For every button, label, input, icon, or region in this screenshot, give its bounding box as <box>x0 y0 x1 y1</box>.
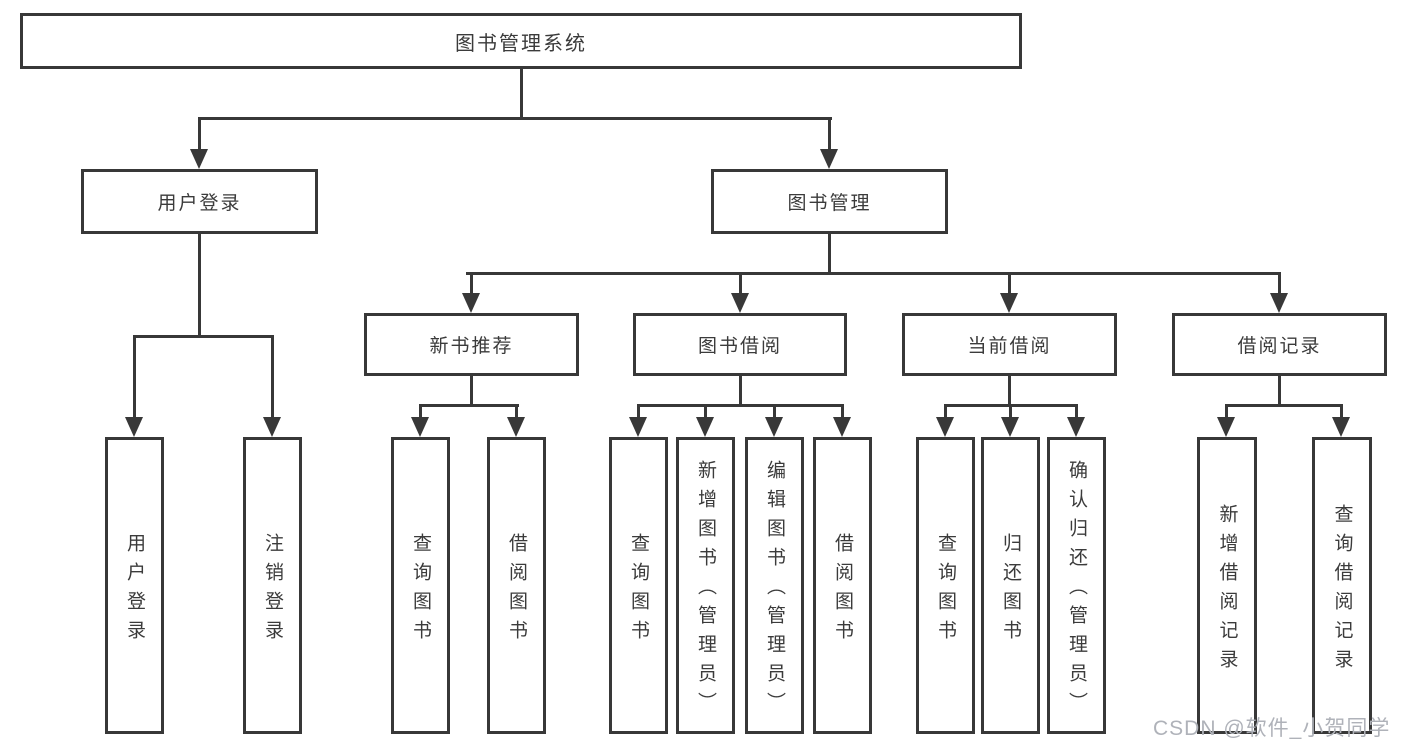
node-library-system: 图书管理系统 <box>20 13 1022 69</box>
leaf-label: 新增图书（管理员） <box>695 460 716 721</box>
connector-line <box>133 335 274 338</box>
connector-line <box>1225 404 1228 426</box>
leaf-br-add-record: 新增借阅记录 <box>1197 437 1257 734</box>
leaf-label: 编辑图书（管理员） <box>764 460 785 721</box>
leaf-user-login: 用户登录 <box>105 437 164 734</box>
arrow-down-icon <box>462 293 480 313</box>
leaf-bb-add-book-admin: 新增图书（管理员） <box>676 437 735 734</box>
leaf-bb-borrow-book: 借阅图书 <box>813 437 872 734</box>
connector-line <box>828 117 831 161</box>
leaf-cb-return-book: 归还图书 <box>981 437 1040 734</box>
leaf-label: 查询借阅记录 <box>1331 503 1353 678</box>
leaf-label: 注销登录 <box>262 532 283 649</box>
arrow-down-icon <box>833 417 851 437</box>
leaf-bb-edit-book-admin: 编辑图书（管理员） <box>745 437 804 734</box>
leaf-cb-query-book: 查询图书 <box>916 437 975 734</box>
node-borrow-records: 借阅记录 <box>1172 313 1387 376</box>
leaf-label: 查询图书 <box>628 532 649 649</box>
arrow-down-icon <box>765 417 783 437</box>
connector-line <box>470 374 473 407</box>
node-current-borrow: 当前借阅 <box>902 313 1117 376</box>
arrow-down-icon <box>1067 417 1085 437</box>
connector-line <box>739 272 742 296</box>
arrow-down-icon <box>1270 293 1288 313</box>
connector-line <box>1075 404 1078 426</box>
connector-line <box>704 404 707 426</box>
arrow-down-icon <box>1332 417 1350 437</box>
arrow-down-icon <box>1001 417 1019 437</box>
connector-line <box>419 404 519 407</box>
connector-line <box>1278 374 1281 407</box>
node-user-login: 用户登录 <box>81 169 318 234</box>
leaf-label: 新增借阅记录 <box>1216 503 1238 678</box>
arrow-down-icon <box>1217 417 1235 437</box>
connector-line <box>470 272 473 296</box>
arrow-down-icon <box>629 417 647 437</box>
arrow-down-icon <box>411 417 429 437</box>
arrow-down-icon <box>263 417 281 437</box>
connector-line <box>198 117 832 120</box>
arrow-down-icon <box>731 293 749 313</box>
connector-line <box>1225 404 1343 407</box>
connector-line <box>198 231 201 336</box>
connector-line <box>1278 272 1281 296</box>
leaf-label: 借阅图书 <box>832 532 853 649</box>
leaf-label: 查询图书 <box>410 532 431 649</box>
leaf-cb-confirm-return-admin: 确认归还（管理员） <box>1047 437 1106 734</box>
leaf-nb-query-book: 查询图书 <box>391 437 450 734</box>
connector-line <box>739 374 742 407</box>
arrow-down-icon <box>125 417 143 437</box>
leaf-label: 用户登录 <box>124 532 145 649</box>
arrow-down-icon <box>936 417 954 437</box>
connector-line <box>466 272 1281 275</box>
connector-line <box>637 404 640 426</box>
connector-line <box>841 404 844 426</box>
arrow-down-icon <box>190 149 208 169</box>
connector-line <box>1008 272 1011 296</box>
connector-line <box>271 335 274 427</box>
arrow-down-icon <box>820 149 838 169</box>
connector-line <box>1008 374 1011 407</box>
connector-line <box>520 66 523 118</box>
connector-line <box>133 335 136 427</box>
leaf-nb-borrow-book: 借阅图书 <box>487 437 546 734</box>
connector-line <box>773 404 776 426</box>
leaf-label: 借阅图书 <box>506 532 527 649</box>
connector-line <box>198 117 201 161</box>
leaf-label: 确认归还（管理员） <box>1066 460 1087 721</box>
leaf-bb-query-book: 查询图书 <box>609 437 668 734</box>
arrow-down-icon <box>1000 293 1018 313</box>
leaf-br-query-record: 查询借阅记录 <box>1312 437 1372 734</box>
csdn-watermark: CSDN @软件_小贺同学 <box>1153 717 1391 740</box>
connector-line <box>1340 404 1343 426</box>
leaf-logout: 注销登录 <box>243 437 302 734</box>
arrow-down-icon <box>696 417 714 437</box>
leaf-label: 查询图书 <box>935 532 956 649</box>
connector-line <box>828 231 831 275</box>
node-book-management: 图书管理 <box>711 169 948 234</box>
node-new-book-recommend: 新书推荐 <box>364 313 579 376</box>
connector-line <box>515 404 518 426</box>
connector-line <box>419 404 422 426</box>
node-book-borrow: 图书借阅 <box>633 313 847 376</box>
leaf-label: 归还图书 <box>1000 532 1021 649</box>
connector-line <box>1009 404 1012 426</box>
arrow-down-icon <box>507 417 525 437</box>
connector-line <box>637 404 844 407</box>
connector-line <box>944 404 947 426</box>
